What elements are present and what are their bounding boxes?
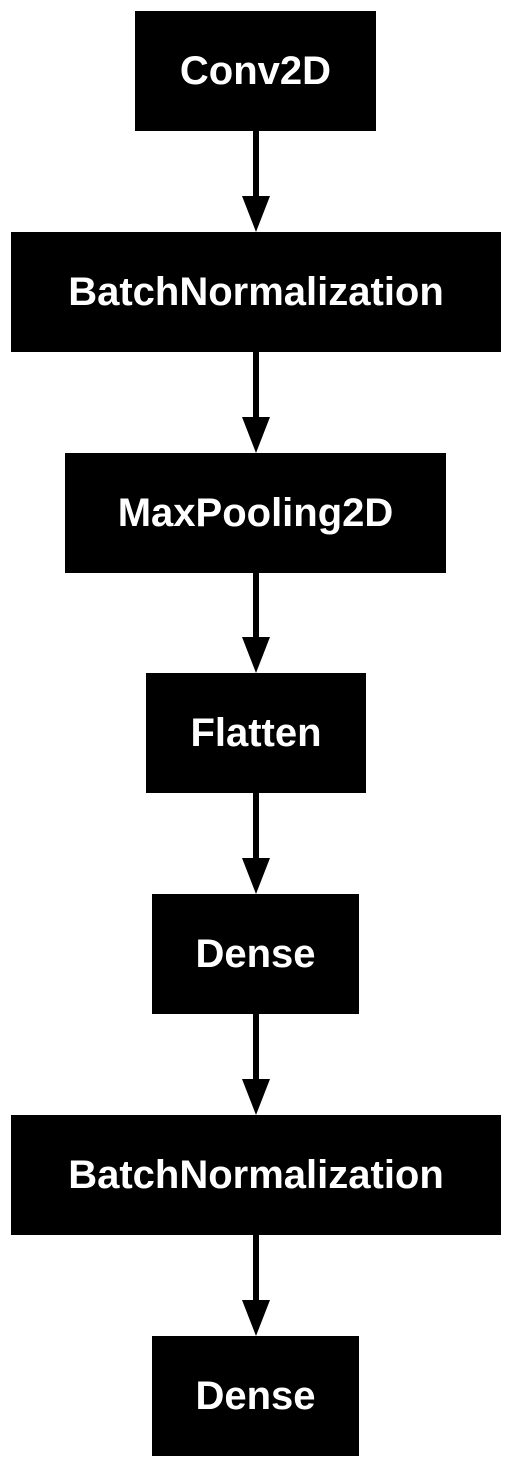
edge-flatten-to-dense xyxy=(242,793,270,894)
edge-dense-to-batchnorm xyxy=(242,1014,270,1115)
layer-label: Dense xyxy=(195,1373,316,1418)
layer-node-dense-2: Dense xyxy=(152,1336,359,1456)
edge-batchnorm-to-dense xyxy=(242,1235,270,1336)
layer-node-batchnormalization: BatchNormalization xyxy=(11,232,501,352)
layer-label: MaxPooling2D xyxy=(117,490,394,535)
layer-label: Dense xyxy=(195,931,316,976)
edge-conv2d-to-batchnorm xyxy=(242,131,270,232)
arrowhead-icon xyxy=(242,1079,270,1115)
arrowhead-icon xyxy=(242,637,270,673)
layer-label: BatchNormalization xyxy=(68,269,444,314)
layer-node-dense: Dense xyxy=(152,894,359,1014)
layer-node-maxpooling2d: MaxPooling2D xyxy=(65,453,446,573)
layer-node-conv2d: Conv2D xyxy=(135,11,376,131)
layer-node-flatten: Flatten xyxy=(146,673,366,793)
edge-maxpooling-to-flatten xyxy=(242,573,270,673)
layer-label: BatchNormalization xyxy=(68,1152,444,1197)
layer-node-batchnormalization-2: BatchNormalization xyxy=(11,1115,501,1235)
layer-label: Flatten xyxy=(190,710,322,755)
edge-batchnorm-to-maxpooling xyxy=(242,352,270,453)
arrowhead-icon xyxy=(242,858,270,894)
arrowhead-icon xyxy=(242,1300,270,1336)
arrowhead-icon xyxy=(242,417,270,453)
layer-label: Conv2D xyxy=(179,48,332,93)
arrowhead-icon xyxy=(242,196,270,232)
